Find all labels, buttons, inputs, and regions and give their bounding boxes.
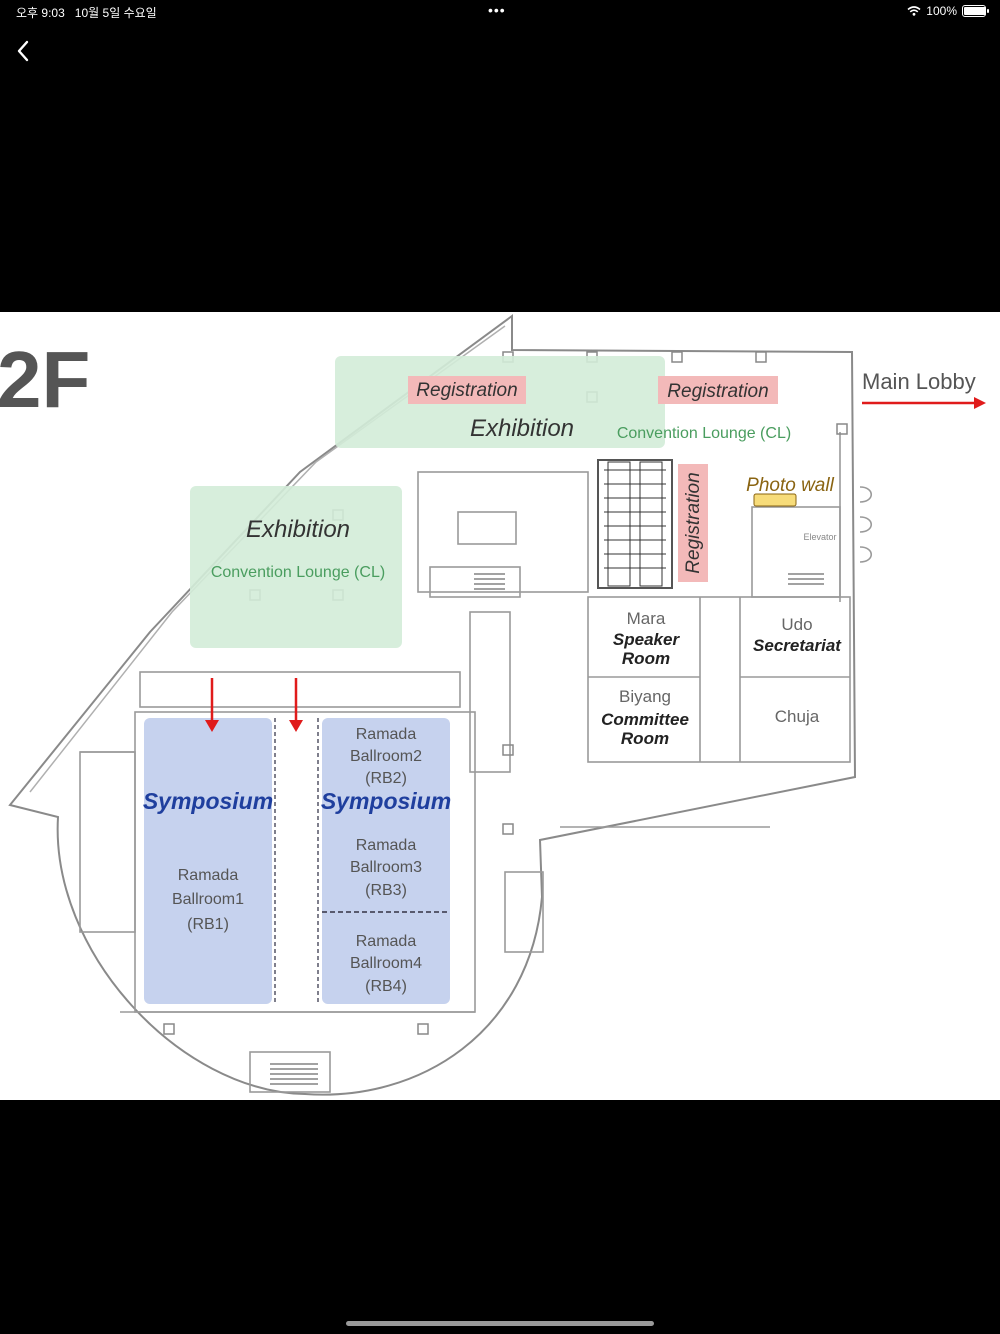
- chuja-label: Chuja: [775, 707, 820, 726]
- registration-box-2[interactable]: [658, 376, 778, 404]
- status-date: 10월 5일 수요일: [74, 6, 157, 20]
- registration-label-2: Registration: [667, 381, 768, 402]
- rb1-ballroom: Ballroom1: [172, 891, 244, 908]
- rb1-ramada: Ramada: [178, 867, 239, 884]
- exhibition-area-left[interactable]: [190, 486, 402, 648]
- back-button[interactable]: [10, 36, 38, 66]
- registration-box-1[interactable]: [408, 376, 526, 404]
- committee-room-label: Room: [621, 729, 669, 748]
- biyang-label: Biyang: [619, 687, 671, 706]
- secretariat-label: Secretariat: [753, 636, 842, 655]
- rb3-ballroom: Ballroom3: [350, 859, 422, 876]
- udo-label: Udo: [781, 615, 812, 634]
- rb4-ballroom: Ballroom4: [350, 955, 422, 972]
- battery-fill: [964, 7, 986, 15]
- registration-label-1: Registration: [416, 380, 517, 401]
- rb2-ballroom: Ballroom2: [350, 748, 422, 765]
- status-time-date: 오후 9:03 10월 5일 수요일: [16, 4, 157, 21]
- symposium-area-rb1[interactable]: [144, 718, 272, 1004]
- battery-percent: 100%: [926, 4, 957, 18]
- rb3-ramada: Ramada: [356, 837, 417, 854]
- status-time: 오후 9:03: [16, 6, 65, 20]
- escalator: [597, 459, 673, 589]
- speaker-label: Speaker: [613, 630, 681, 649]
- exhibition-label-left: Exhibition: [246, 516, 350, 543]
- speaker-room-label: Room: [622, 649, 670, 668]
- main-lobby-label[interactable]: Main Lobby: [862, 369, 976, 394]
- convention-lounge-label-top: Convention Lounge (CL): [617, 425, 791, 442]
- photo-wall-label: Photo wall: [746, 475, 834, 496]
- chevron-left-icon: [17, 40, 29, 62]
- registration-label-3: Registration: [683, 472, 704, 573]
- exhibition-label-top: Exhibition: [470, 415, 574, 442]
- mara-label: Mara: [627, 609, 666, 628]
- symposium-label-left: Symposium: [143, 788, 273, 814]
- status-bar: 오후 9:03 10월 5일 수요일 ••• 100%: [0, 0, 1000, 24]
- symposium-label-right: Symposium: [321, 788, 451, 814]
- battery-icon: [962, 5, 989, 17]
- stairs: [270, 573, 824, 1085]
- rb1-code: (RB1): [187, 916, 229, 933]
- elevator-label: Elevator: [803, 532, 836, 542]
- registration-box-3[interactable]: [678, 464, 708, 582]
- status-right: 100%: [907, 4, 989, 18]
- interior-walls: [79, 432, 873, 1093]
- floor-map[interactable]: 2F Main Lobby Registration Registration …: [0, 312, 1000, 1100]
- wifi-icon: [907, 6, 921, 16]
- convention-lounge-label-left: Convention Lounge (CL): [211, 564, 385, 581]
- rb2-code: (RB2): [365, 770, 407, 787]
- photo-wall-marker[interactable]: [753, 493, 797, 507]
- home-indicator[interactable]: [346, 1321, 654, 1326]
- entrance-arrows: [205, 397, 986, 732]
- rb4-code: (RB4): [365, 978, 407, 995]
- rb3-code: (RB3): [365, 882, 407, 899]
- rb2-ramada: Ramada: [356, 726, 417, 743]
- multitask-dots[interactable]: •••: [488, 2, 506, 18]
- symposium-area-rb2-4[interactable]: [322, 718, 450, 1004]
- floor-label: 2F: [0, 335, 90, 424]
- committee-label: Committee: [601, 710, 689, 729]
- rb4-ramada: Ramada: [356, 933, 417, 950]
